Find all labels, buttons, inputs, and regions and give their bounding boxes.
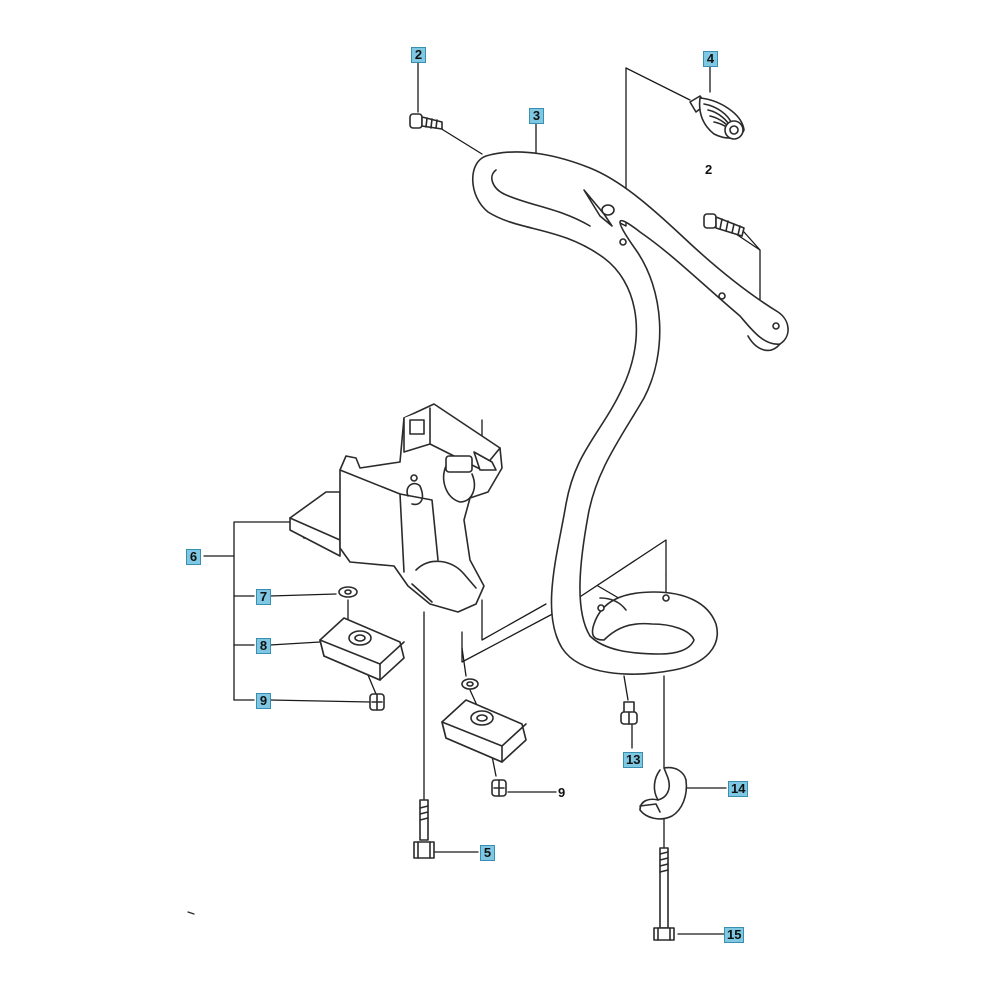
callout-7[interactable]: 7 [256,589,271,605]
stray-mark [187,911,195,915]
screw-2-right [703,213,745,237]
callout-9-left[interactable]: 9 [256,693,271,709]
screw-13 [620,701,638,725]
washer-7 [338,586,358,598]
callout-3[interactable]: 3 [529,108,544,124]
screw-2-upper [409,113,443,130]
screw-5 [413,799,435,859]
callout-5[interactable]: 5 [480,845,495,861]
callout-6[interactable]: 6 [186,549,201,565]
callout-14[interactable]: 14 [728,781,749,797]
vibration-damper-8-right [441,699,527,763]
callout-2-upper[interactable]: 2 [411,47,426,63]
screw-9-right [491,779,507,797]
spring-4 [689,95,745,140]
callout-8[interactable]: 8 [256,638,271,654]
screw-15 [653,847,675,941]
vibration-damper-8 [319,617,405,681]
handle-bracket-6 [289,403,503,613]
callout-2-right[interactable]: 2 [705,162,713,177]
callout-13[interactable]: 13 [623,752,644,768]
callout-15[interactable]: 15 [724,927,745,943]
clamp-14 [639,766,688,820]
washer-7-right [461,678,479,690]
screw-9 [369,693,385,711]
front-handle-3 [472,151,789,675]
callout-4[interactable]: 4 [703,51,718,67]
leader-lines [203,61,761,935]
callout-9-right[interactable]: 9 [558,785,566,800]
